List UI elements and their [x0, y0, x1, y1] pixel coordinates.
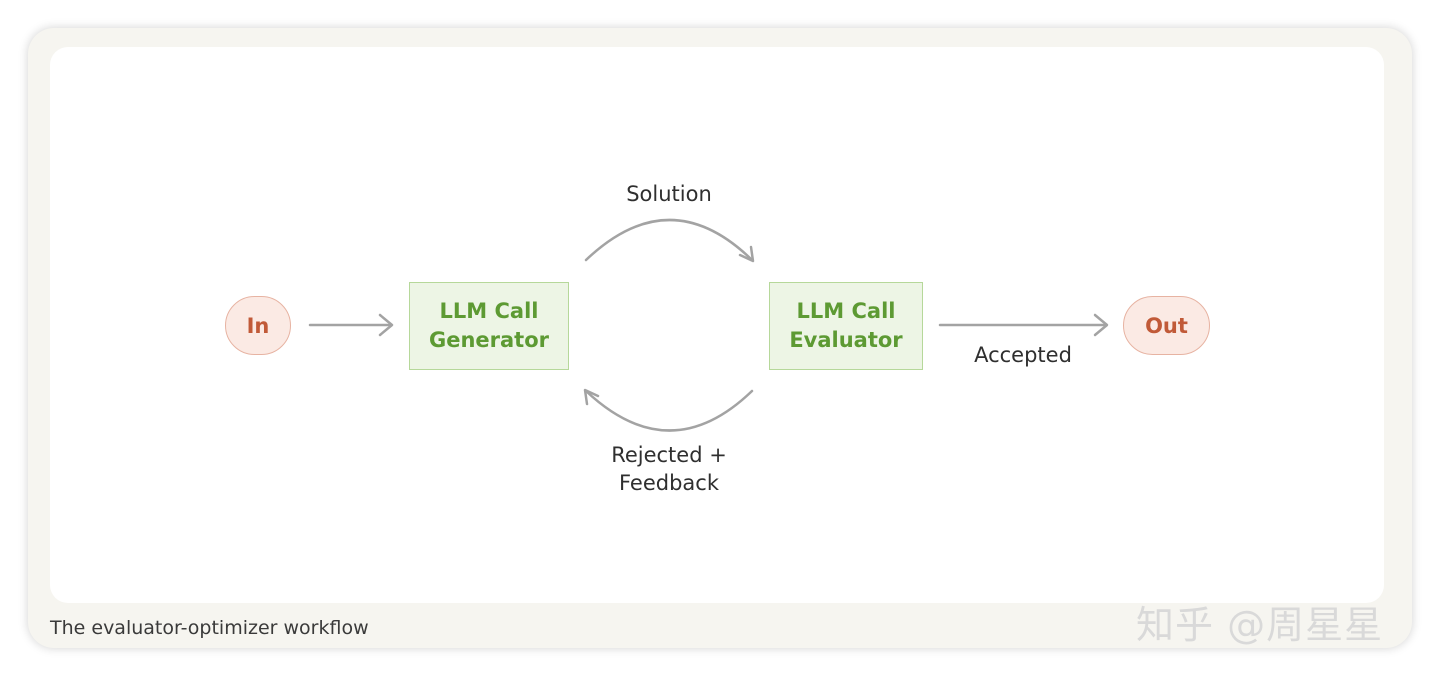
evaluator-line1: LLM Call [796, 299, 896, 323]
output-node: Out [1123, 296, 1210, 355]
arrow-in-to-generator-head [378, 313, 394, 337]
generator-line1: LLM Call [439, 299, 539, 323]
input-node: In [225, 296, 291, 355]
solution-label: Solution [626, 182, 712, 206]
rejected-label-line2: Feedback [618, 471, 719, 495]
input-node-label: In [246, 313, 270, 338]
rejected-label: Rejected + Feedback [590, 441, 748, 497]
watermark: 知乎 @周星星 [1136, 603, 1384, 647]
generator-node: LLM Call Generator [409, 282, 569, 370]
generator-line2: Generator [428, 328, 550, 352]
accepted-label: Accepted [974, 343, 1072, 367]
rejected-label-line1: Rejected + [611, 443, 727, 467]
evaluator-node: LLM Call Evaluator [769, 282, 923, 370]
output-node-label: Out [1145, 313, 1188, 338]
arrow-evaluator-to-out-head [1093, 313, 1109, 337]
arrow-solution-arc [584, 218, 754, 262]
evaluator-line2: Evaluator [789, 328, 903, 352]
arrow-rejected-arc-head [583, 388, 600, 406]
arrow-rejected-arc [584, 389, 754, 432]
figure-caption: The evaluator-optimizer workflow [50, 617, 369, 639]
arrow-solution-arc-head [738, 245, 755, 263]
